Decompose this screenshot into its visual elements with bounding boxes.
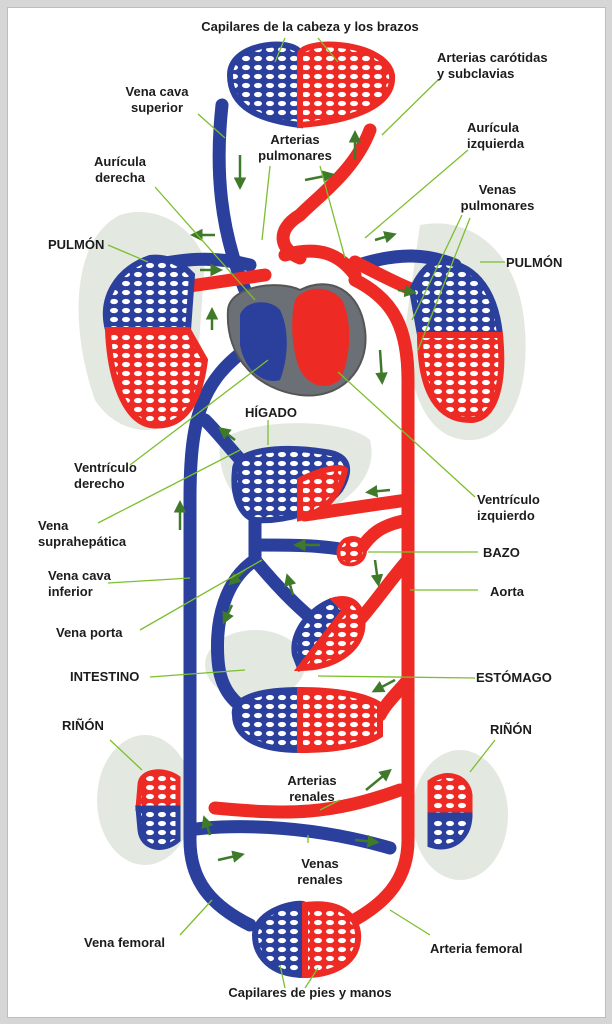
renal-artery [208,783,407,819]
aorta-descending [338,273,415,932]
label-venas-renales: Venas renales [297,856,343,887]
label-pulmon-izquierdo: PULMÓN [48,237,105,252]
label-rinon-izquierdo: RIÑÓN [62,718,104,733]
label-higado: HÍGADO [245,405,297,420]
lungs [102,254,505,429]
arrow [218,426,236,441]
right-heart [240,302,287,382]
arrow [365,485,391,498]
arrow [365,768,392,791]
left-lung-red [104,327,209,429]
renal-vein-left [183,820,397,855]
arrow [374,231,397,244]
arrow [370,559,384,587]
left-kidney-blue [135,805,181,850]
head-capillaries [226,41,396,129]
aortic-arch [278,244,362,282]
label-ventriculo-izquierdo: Ventrículo izquierdo [477,492,540,523]
feet-capillaries [251,900,362,979]
arrow [284,573,297,596]
label-arteria-femoral: Arteria femoral [430,941,523,956]
label-vena-femoral: Vena femoral [84,935,165,950]
right-kidney-red [427,773,473,818]
label-capilares-cabeza: Capilares de la cabeza y los brazos [201,19,419,34]
left-heart [292,288,350,386]
label-vena-suprahepatica: Vena suprahepática [38,518,127,549]
vena-cava-inferior [183,338,259,932]
intestine-capillaries [231,686,383,754]
arrow [222,604,234,625]
arrow [354,835,380,848]
label-venas-pulmonares: Venas pulmonares [460,182,535,213]
arrow [371,678,396,693]
label-intestino: INTESTINO [70,669,140,684]
right-kidney-blue [427,812,473,850]
intestine-bg [205,630,305,700]
kidneys [135,769,473,850]
spleen [336,536,368,567]
label-aorta: Aorta [490,584,524,599]
arrow [228,569,246,586]
label-estomago: ESTÓMAGO [476,670,552,685]
label-arterias-renales: Arterias renales [287,773,337,804]
splenic-artery [353,513,415,557]
right-lung-red [416,332,505,424]
liver-arterial [297,465,349,522]
label-capilares-pies: Capilares de pies y manos [228,985,392,1000]
heart [226,283,367,397]
label-auricula-derecha: Aurícula derecha [93,154,146,185]
arterial-vessels [153,123,447,932]
label-vena-porta: Vena porta [56,625,123,640]
arrow [217,850,245,863]
stomach [291,596,366,672]
label-rinon-derecho: RIÑÓN [490,722,532,737]
label-bazo: BAZO [483,545,520,560]
arrow [201,815,214,836]
arrow [375,349,388,385]
leader-lines [97,37,505,989]
arrow [304,170,335,183]
label-arterias-pulmonares: Arterias pulmonares [258,132,332,163]
label-vena-cava-superior: Vena cava superior [125,84,189,115]
label-auricula-izquierda: Aurícula izquierda [467,120,525,151]
label-arterias-carotidas: Arterias carótidas y subclavias [437,50,548,81]
label-ventriculo-derecho: Ventrículo derecho [74,460,137,491]
flow-arrows [173,130,417,863]
left-kidney-red [135,769,181,811]
label-pulmon-derecho: PULMÓN [506,255,563,270]
label-vena-cava-inferior: Vena cava inferior [48,568,111,599]
arrow [397,284,417,298]
